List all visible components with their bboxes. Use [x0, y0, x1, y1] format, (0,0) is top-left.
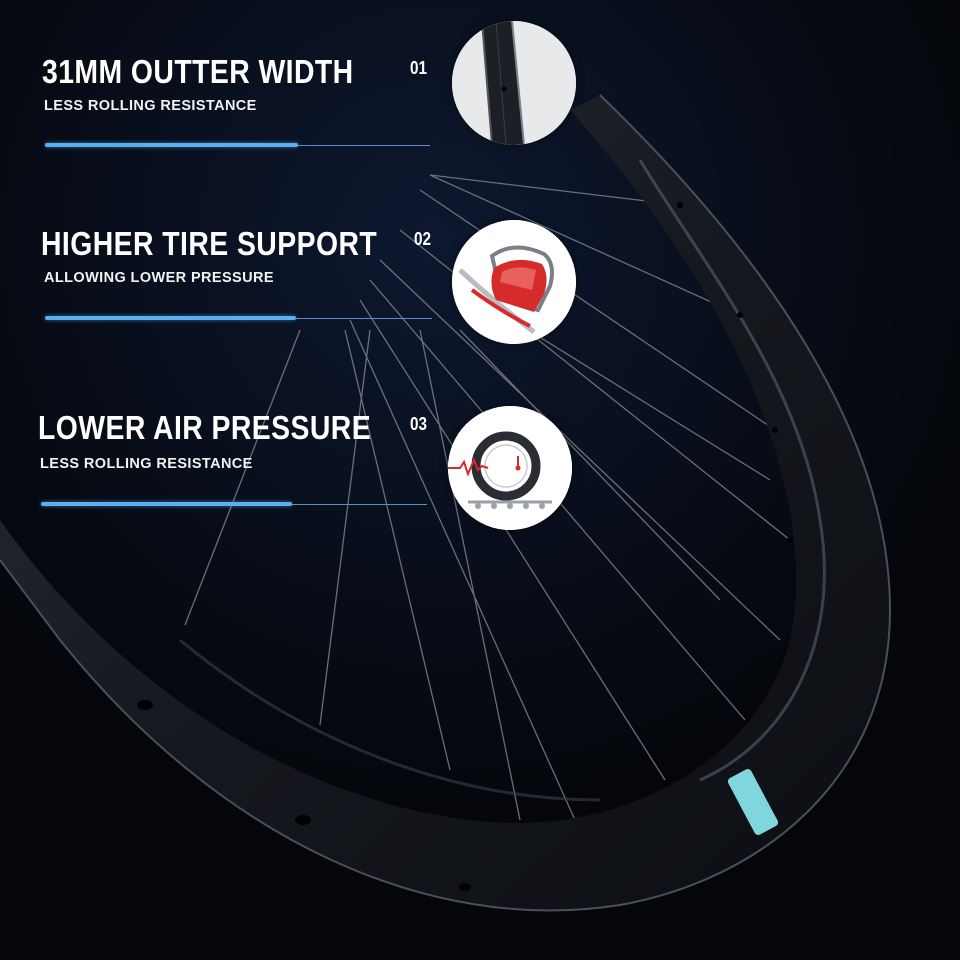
rim: [0, 94, 892, 912]
rim-decal: [727, 769, 779, 835]
